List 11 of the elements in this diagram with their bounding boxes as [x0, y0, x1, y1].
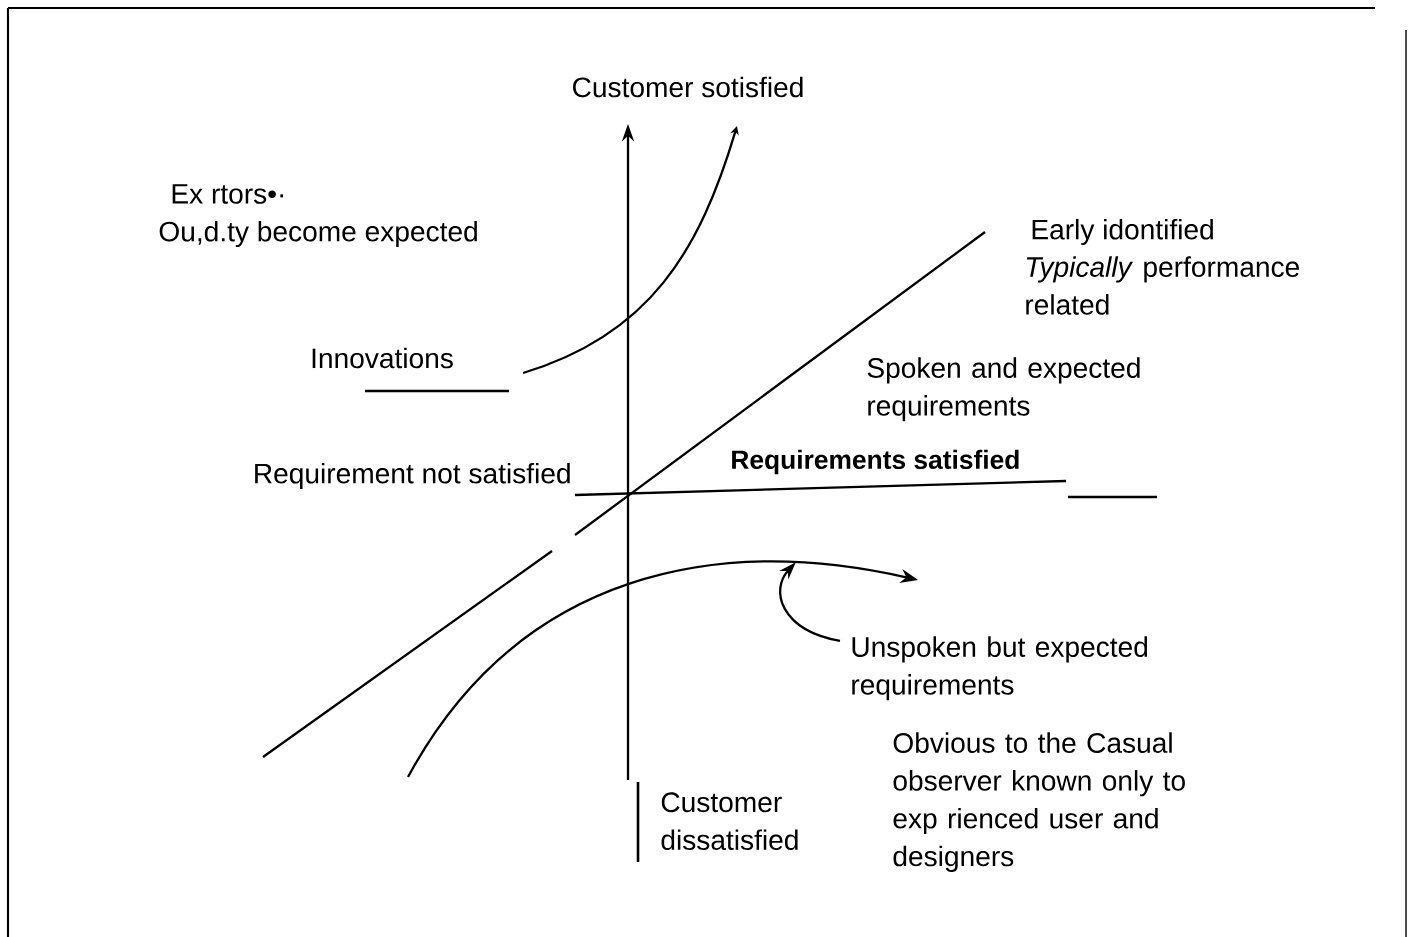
axis-label: Obvious to the Casual observer known only to exp rienced user and designers [893, 732, 1185, 872]
axis-label: Typically performance related [1026, 256, 1299, 315]
axis-label: Requirement not satisfied [255, 462, 570, 490]
axis-label: Customer sotisfied [573, 76, 803, 98]
axis-label: Ex rtors•· [172, 184, 284, 204]
axis-label: Spoken and expected requirements [867, 357, 1140, 422]
axis-label: Requirements satisfied [732, 449, 1019, 475]
axis-label: Innovations [312, 347, 453, 369]
annotation-text: Unspoken but expected requirements [852, 636, 1148, 701]
axis-label: Ou,d.ty become expected [159, 220, 477, 248]
axis-label: Early idontified [1032, 218, 1213, 246]
